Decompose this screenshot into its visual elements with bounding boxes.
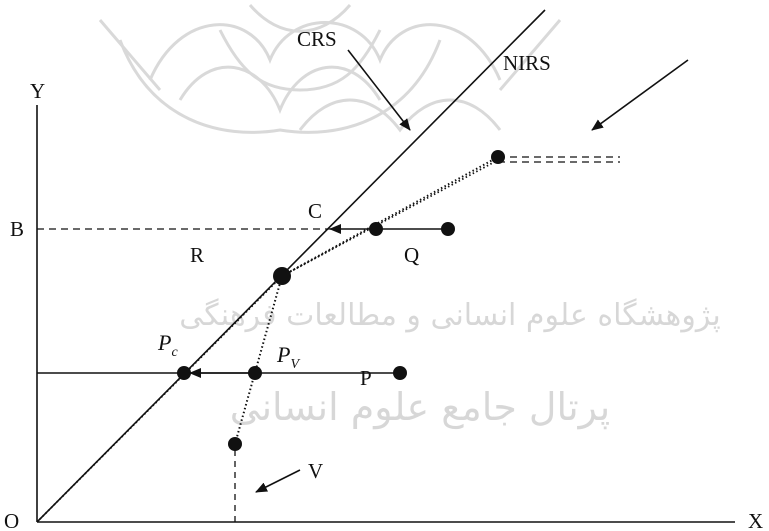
watermark-line1: پژوهشگاه علوم انسانی و مطالعات فرهنگی <box>179 298 721 333</box>
r-label: R <box>190 243 204 267</box>
crs-label: CRS <box>297 27 337 51</box>
pv-label: PV <box>276 342 300 372</box>
point-pv <box>248 366 262 380</box>
nirs-label: NIRS <box>503 51 551 75</box>
point-v <box>228 437 242 451</box>
point-pc <box>177 366 191 380</box>
v-label: V <box>308 459 323 483</box>
watermark-line2: پرتال جامع علوم انسانی <box>230 385 610 430</box>
x-axis-label: X <box>748 509 763 531</box>
vrs-frontier-parallel <box>285 159 499 275</box>
pc-label-main: P <box>157 330 171 355</box>
c-label: C <box>308 199 322 223</box>
crs-pointer-arrow <box>347 49 411 131</box>
p-label: P <box>360 366 372 390</box>
pc-label: Pc <box>157 330 178 360</box>
point-vrs-q-projection <box>369 222 383 236</box>
vrs-frontier-lower <box>36 275 283 523</box>
origin-label: O <box>4 509 19 531</box>
q-label: Q <box>404 243 419 267</box>
watermark-ornament <box>98 4 562 134</box>
pv-label-sub: V <box>290 357 300 372</box>
y-axis-label: Y <box>30 79 45 103</box>
watermark: پژوهشگاه علوم انسانی و مطالعات فرهنگی پر… <box>98 4 721 430</box>
v-pointer-arrow <box>255 469 301 493</box>
point-upper-vrs <box>491 150 505 164</box>
pv-label-main: P <box>276 342 290 367</box>
b-level-label: B <box>10 217 24 241</box>
vrs-pointer-arrow <box>591 59 689 131</box>
point-r <box>273 267 291 285</box>
point-p <box>393 366 407 380</box>
pc-label-sub: c <box>171 345 178 360</box>
point-q <box>441 222 455 236</box>
